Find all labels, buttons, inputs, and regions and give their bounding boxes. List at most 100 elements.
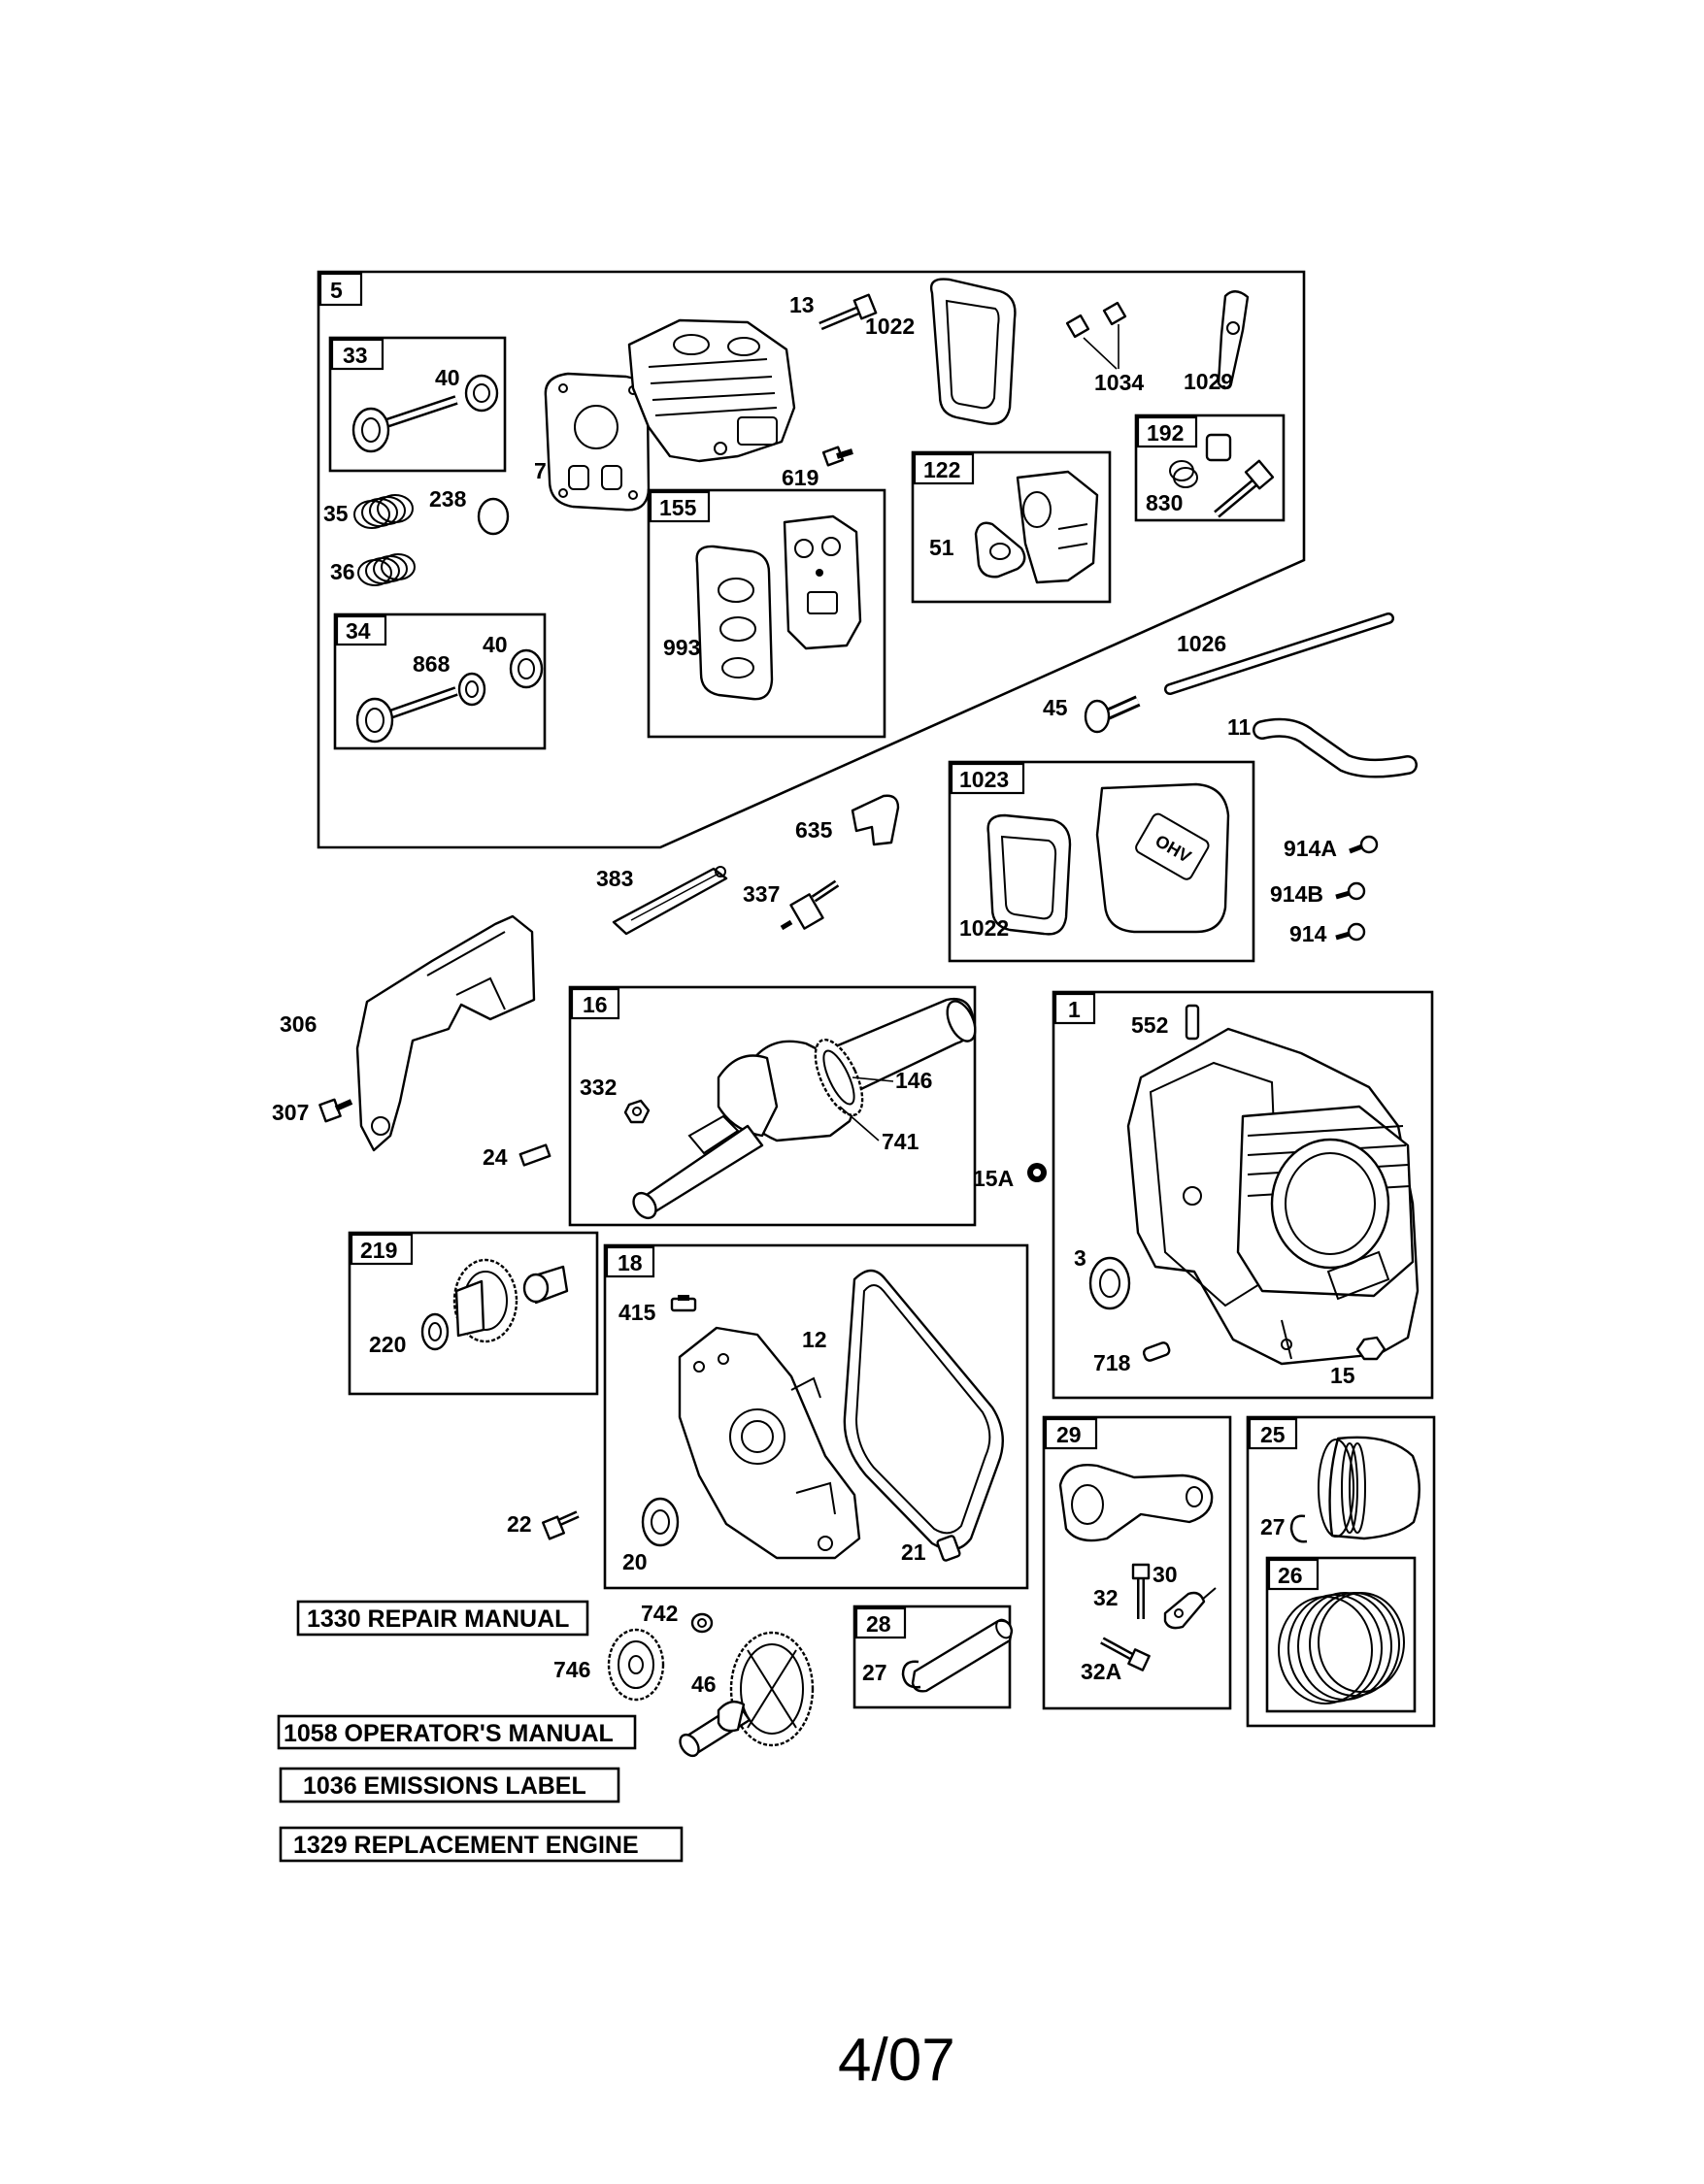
assembly-1023-tab	[950, 762, 1025, 795]
intake-valve-drawing	[351, 395, 458, 453]
assembly-18-tab	[605, 1245, 655, 1278]
assembly-29-label: 29	[1056, 1422, 1082, 1447]
valve-spring-2-drawing	[357, 553, 416, 586]
part-914A-label: 914A	[1284, 836, 1337, 861]
part-337-label: 337	[743, 881, 780, 907]
rocker-arm-drawing	[1217, 290, 1250, 390]
assembly-18-box	[603, 1243, 1029, 1590]
valve-cap-drawing	[477, 497, 510, 536]
footer-code: 4/07	[838, 2027, 955, 2094]
rotator-drawing	[457, 648, 544, 707]
governor-gear-drawing	[452, 1258, 569, 1343]
part-746-label: 746	[553, 1657, 590, 1682]
part-3-label: 3	[1074, 1245, 1086, 1271]
part-15A-label: 15A	[973, 1166, 1014, 1191]
part-12-label: 12	[802, 1327, 827, 1352]
fitting-15A-drawing	[1027, 1163, 1047, 1182]
assembly-1023-box	[948, 760, 1255, 963]
assembly-16-box	[568, 985, 977, 1227]
part-914-label: 914	[1289, 921, 1327, 946]
assembly-155-box	[647, 488, 886, 739]
manual-label-repair: 1330 REPAIR MANUAL	[296, 1600, 589, 1637]
assembly-18-label: 18	[618, 1250, 643, 1275]
part-220-label: 220	[369, 1332, 406, 1357]
assembly-16-label: 16	[583, 992, 608, 1017]
part-13-label: 13	[789, 292, 815, 317]
crankcase-drawing	[1126, 1027, 1420, 1366]
part-32-label: 32	[1093, 1585, 1119, 1610]
part-635-label: 635	[795, 817, 833, 843]
part-15-label: 15	[1330, 1363, 1355, 1388]
valve-cover-drawing: OHV	[1095, 782, 1230, 934]
assembly-25-label: 25	[1260, 1422, 1286, 1447]
part-40-label: 40	[435, 365, 460, 390]
seal-20-drawing	[641, 1497, 680, 1547]
piston-drawing	[1318, 1436, 1420, 1540]
assembly-26-label: 26	[1278, 1563, 1303, 1588]
screw-307-drawing	[318, 1098, 353, 1123]
assembly-29-tab	[1044, 1417, 1098, 1450]
assembly-5-outline	[317, 270, 1306, 849]
part-306-label: 306	[280, 1011, 317, 1037]
assembly-155-label: 155	[659, 495, 697, 520]
part-830-label: 830	[1146, 490, 1183, 515]
screw-914-drawing	[1335, 922, 1366, 942]
seal-3-drawing	[1088, 1256, 1131, 1310]
clip-27b-drawing	[901, 1660, 921, 1689]
rocker-stud-drawing	[1169, 433, 1275, 518]
assembly-219-box	[348, 1231, 599, 1396]
part-1029-label: 1029	[1184, 369, 1233, 394]
part-238-label: 238	[429, 486, 467, 512]
part-35-label: 35	[323, 501, 349, 526]
push-rod-drawing	[1164, 612, 1394, 695]
nut-332-drawing	[623, 1099, 651, 1124]
assembly-33-tab	[330, 338, 384, 371]
piston-rings-drawing	[1278, 1592, 1405, 1704]
svg-text:1058 OPERATOR'S MANUAL: 1058 OPERATOR'S MANUAL	[284, 1720, 614, 1747]
key-24-drawing	[518, 1143, 551, 1167]
assembly-26-box	[1265, 1556, 1417, 1713]
part-1022b-label: 1022	[959, 915, 1009, 941]
part-45-label: 45	[1043, 695, 1068, 720]
svg-text:1329 REPLACEMENT ENGINE: 1329 REPLACEMENT ENGINE	[293, 1832, 639, 1859]
part-415-label: 415	[618, 1300, 656, 1325]
part-36-label: 36	[330, 559, 355, 584]
spark-plug-drawing	[780, 879, 840, 931]
lock-30-drawing	[1163, 1587, 1217, 1630]
wrist-pin-drawing	[911, 1618, 1014, 1693]
plug-415-drawing	[670, 1295, 697, 1312]
pin-718-drawing	[1142, 1341, 1171, 1362]
assembly-219-label: 219	[360, 1238, 397, 1263]
blower-housing-drawing	[355, 914, 536, 1152]
assembly-1-tab	[1053, 992, 1096, 1025]
part-46-label: 46	[691, 1671, 717, 1697]
assembly-34-label: 34	[346, 618, 371, 644]
assembly-192-label: 192	[1147, 420, 1184, 446]
assembly-34-tab	[335, 614, 387, 646]
clip-27a-drawing	[1289, 1514, 1308, 1543]
crankshaft-drawing	[632, 997, 977, 1220]
camshaft-drawing	[679, 1631, 815, 1758]
assembly-29-box	[1042, 1415, 1232, 1710]
cover-gasket-drawing	[929, 278, 1017, 425]
assembly-33-box	[328, 336, 507, 473]
part-1034-label: 1034	[1094, 370, 1144, 395]
part-619-label: 619	[782, 465, 819, 490]
part-22-label: 22	[507, 1511, 532, 1537]
part-146-label: 146	[895, 1068, 932, 1093]
connecting-rod-drawing	[1058, 1464, 1214, 1542]
assembly-5-label: 5	[330, 278, 343, 303]
crank-gear-drawing	[814, 1038, 864, 1117]
assembly-1-label: 1	[1068, 997, 1081, 1022]
assembly-5-tab	[318, 272, 363, 307]
part-7-label: 7	[534, 458, 547, 483]
rocker-nuts-drawing	[1065, 301, 1127, 370]
assembly-25-box	[1246, 1415, 1436, 1728]
assembly-122-box	[911, 450, 1112, 604]
part-742-label: 742	[641, 1601, 678, 1626]
assembly-28-label: 28	[866, 1611, 891, 1637]
part-993-label: 993	[663, 635, 700, 660]
part-24-label: 24	[483, 1144, 508, 1170]
part-914B-label: 914B	[1270, 881, 1323, 907]
part-21-label: 21	[901, 1539, 926, 1565]
